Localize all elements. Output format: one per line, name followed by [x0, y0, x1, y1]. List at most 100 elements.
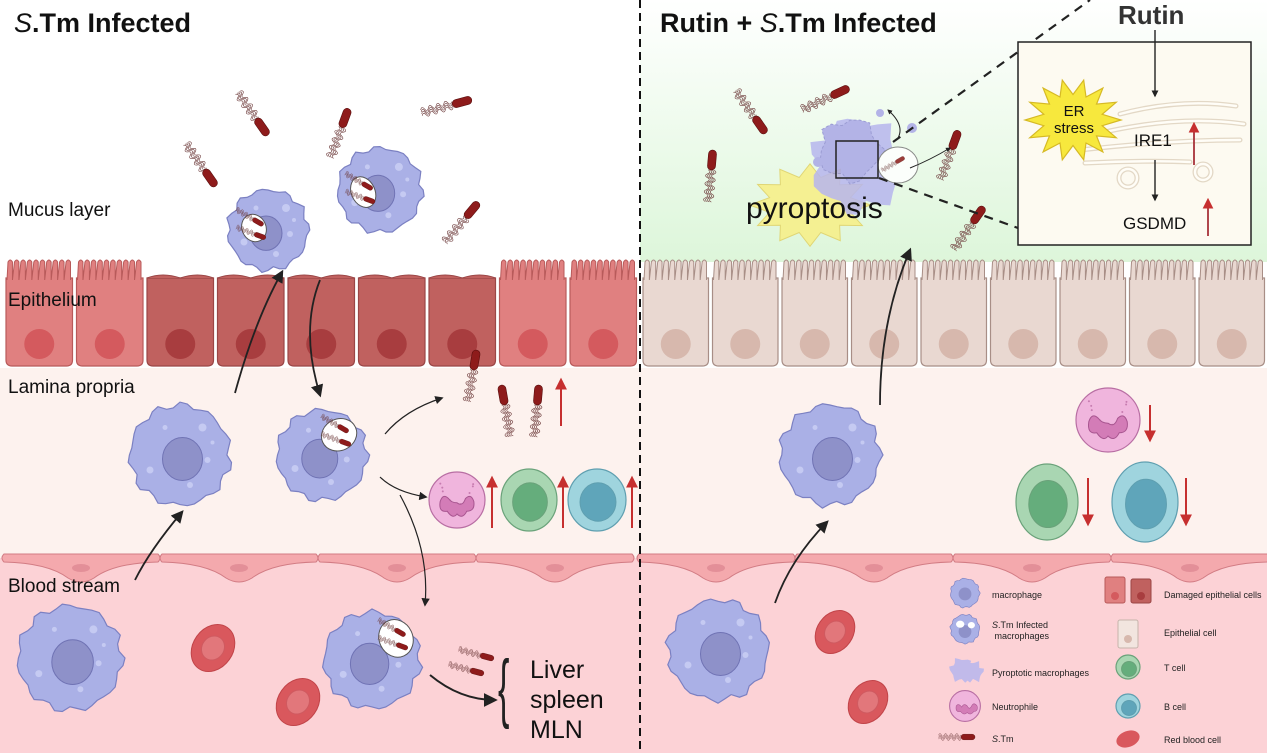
damaged-epithelial-cell — [357, 274, 426, 367]
nucleus — [1008, 329, 1039, 359]
endothelial-cell — [475, 553, 635, 583]
vesicle — [854, 457, 861, 463]
blood-stream-bg — [0, 558, 1267, 753]
flagellum — [938, 148, 953, 180]
salmonella-bacterium — [235, 224, 266, 240]
vesicle — [812, 425, 818, 430]
organ-spleen: spleen — [530, 686, 604, 714]
cell-nucleus — [512, 482, 548, 522]
salmonella-bacterium — [320, 431, 352, 447]
flagellum — [344, 192, 364, 201]
left-panel-title: S.Tm Infected — [14, 8, 191, 39]
cell-nucleus — [1121, 661, 1137, 677]
vesicle — [35, 670, 43, 678]
flagellum — [322, 413, 339, 425]
er-line2: stress — [1054, 120, 1095, 137]
macrophage-nucleus — [162, 437, 203, 481]
vesicle — [748, 635, 753, 640]
vesicle — [848, 423, 857, 432]
bacterium-body — [252, 217, 264, 227]
rbc-center — [200, 635, 226, 661]
flagellum — [801, 95, 831, 109]
flagellum — [240, 90, 259, 118]
flagellum — [953, 223, 975, 251]
arrow-blood-to-lamina-right — [774, 520, 829, 604]
neutrophile — [1075, 387, 1141, 453]
cell-nucleus — [1125, 478, 1167, 530]
legend-text: .Tm Infected — [998, 620, 1049, 630]
infected-macrophage — [321, 608, 424, 710]
flagellum — [709, 169, 717, 203]
flagellum — [458, 648, 481, 658]
flagellum — [346, 188, 365, 198]
flagellum — [344, 173, 362, 185]
flagellum — [502, 404, 511, 437]
treated-epithelial-cell — [850, 259, 918, 367]
pathway-gsdmd: GSDMD — [1123, 214, 1187, 233]
vesicle — [328, 479, 334, 485]
title-prefix: Rutin + — [660, 8, 760, 38]
epithelial-cell-icon — [1117, 619, 1139, 649]
flagellum — [881, 162, 897, 171]
nucleus — [1216, 329, 1247, 359]
arrow-to-bacteria — [384, 396, 444, 435]
flagellum — [506, 404, 515, 437]
endothelial-cell — [159, 553, 319, 583]
vesicle — [273, 251, 279, 257]
endothelial-nucleus — [388, 564, 406, 572]
flagellum — [236, 208, 254, 220]
bacterium-body — [254, 232, 266, 240]
flagellum — [882, 163, 897, 172]
salmonella-bacterium — [800, 85, 850, 113]
macrophage-nucleus — [51, 639, 94, 686]
arrow-macrophage-to-mucus — [234, 269, 284, 394]
macrophage-nucleus — [349, 642, 390, 685]
flagellum — [800, 93, 830, 108]
flagellum — [458, 646, 481, 655]
blood-stream-label: Blood stream — [8, 576, 120, 597]
macrophage-icon — [950, 577, 981, 609]
arrow-to-blood — [399, 494, 430, 607]
bacterium-body — [497, 384, 509, 406]
flagellum — [346, 171, 364, 183]
vesicle — [282, 204, 290, 212]
red-blood-cell — [847, 680, 889, 724]
flagellum — [377, 637, 397, 646]
flagellum — [802, 98, 833, 113]
flagellum — [448, 663, 471, 673]
salmonella-bacterium — [344, 171, 373, 191]
t-cell-icon — [1115, 654, 1141, 680]
granule — [471, 485, 474, 488]
endothelial-nucleus — [546, 564, 564, 572]
vesicle — [684, 661, 692, 669]
neutrophile-icon — [949, 690, 981, 722]
vesicle — [89, 625, 98, 634]
nucleus — [306, 329, 337, 359]
nucleus — [165, 329, 196, 359]
flagellum — [326, 126, 341, 157]
flagellum — [377, 620, 395, 632]
flagellum — [938, 736, 962, 740]
vesicle — [292, 218, 296, 222]
t-cell — [1015, 463, 1079, 541]
granule — [1121, 410, 1124, 413]
salmonella-bacterium — [344, 188, 376, 204]
endothelial-cell — [1, 553, 161, 583]
flagellum — [377, 619, 395, 631]
red-blood-cell — [190, 624, 236, 672]
flagellum — [345, 191, 364, 200]
title-rest: .Tm Infected — [777, 8, 937, 38]
nucleus — [1077, 329, 1108, 359]
legend-text2: macrophages — [994, 631, 1050, 641]
nucleus — [447, 329, 478, 359]
damaged-epithelial-cell — [146, 274, 215, 367]
organ-brace: { — [498, 645, 510, 730]
vesicle — [385, 212, 392, 219]
organ-mln: MLN — [530, 716, 583, 744]
bacterium-body — [895, 156, 905, 164]
flagellum — [458, 647, 481, 656]
flagellum — [236, 224, 256, 234]
endothelial-cell — [794, 553, 954, 583]
legend-stm: S.Tm — [992, 734, 1014, 745]
